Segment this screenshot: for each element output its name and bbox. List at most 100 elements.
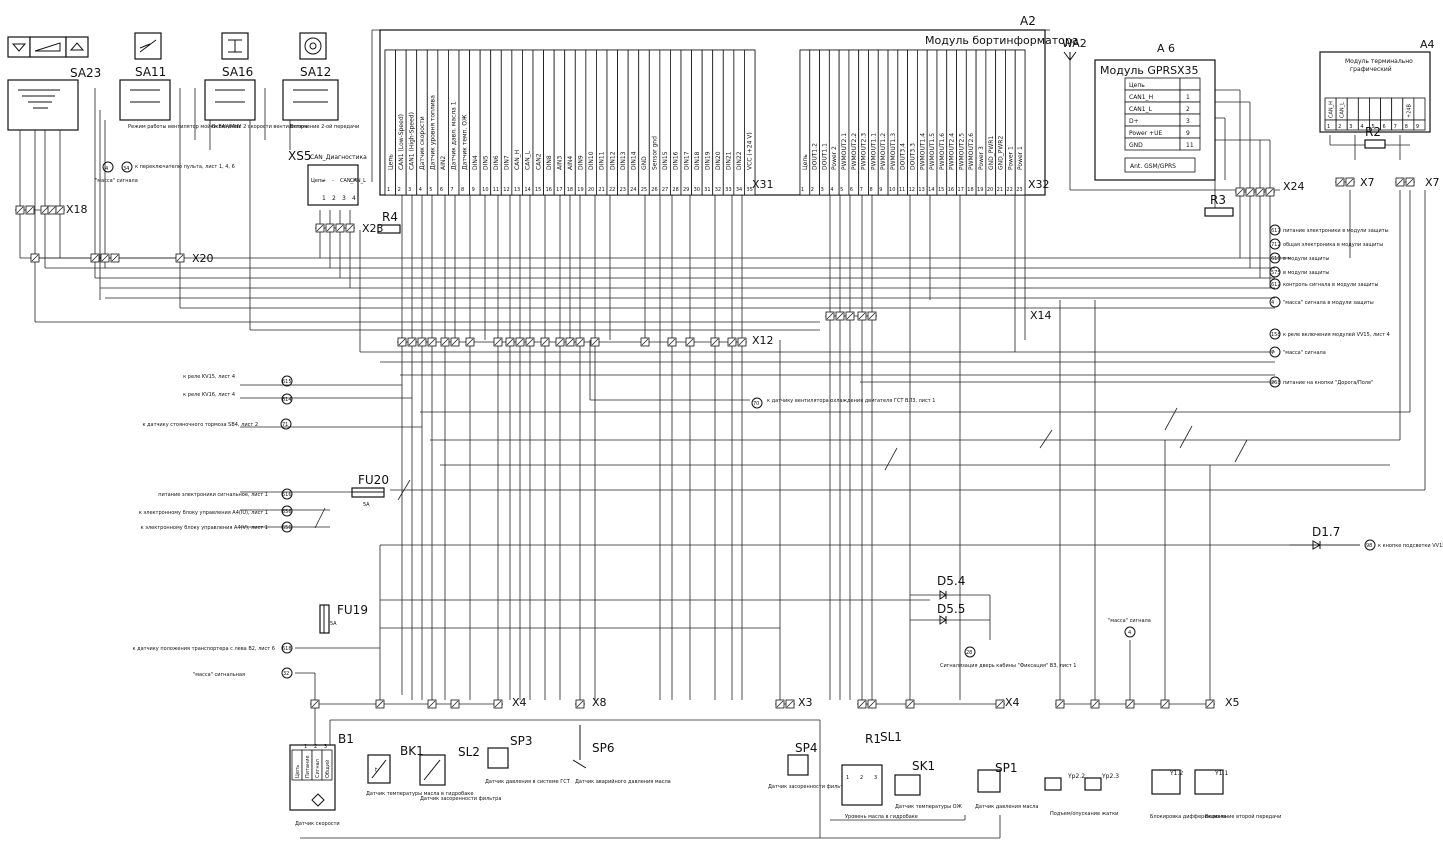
x31-pin-name: Датчик давл. масла 1	[451, 101, 458, 170]
x31-pin-name: VCC (+24 V)	[747, 132, 754, 170]
reference-marker	[1269, 266, 1281, 278]
reference-marker	[1269, 278, 1281, 290]
x5-mass-reference: 4 "масса" сигнала	[1108, 618, 1151, 638]
reference-marker	[1269, 252, 1281, 264]
x31-pin-name: DIN21	[726, 151, 733, 170]
sa12-switch[interactable]: SA12 Включение 2-ой передачи	[282, 32, 359, 130]
svg-text:71: 71	[282, 422, 288, 428]
x7b-label: X7	[1425, 176, 1440, 189]
x31-pin-name: DIN12	[609, 151, 616, 170]
x32-pin-number: 21	[997, 187, 1003, 193]
sa16-label: SA16	[222, 65, 253, 79]
sl2-filter-sensor[interactable]: SL2 Датчик засоренности фильтра	[419, 745, 501, 802]
svg-text:Yp2.3: Yp2.3	[1101, 773, 1119, 780]
a6-label: А 6	[1157, 42, 1175, 55]
x31-pin-name: AIN3	[556, 156, 563, 170]
svg-text:питание электроники сигнальное: питание электроники сигнальное, лист 1	[158, 492, 268, 498]
svg-text:BK1: BK1	[400, 744, 424, 758]
x32-pin-name: PWMOUT1.6	[939, 133, 946, 170]
svg-text:615: 615	[282, 379, 292, 385]
svg-text:2: 2	[860, 775, 863, 781]
a6-title: Модуль GPRS	[1100, 64, 1177, 77]
svg-text:1: 1	[322, 195, 326, 202]
x32-pin-number: 23	[1016, 187, 1022, 193]
a4-title-2: графический	[1350, 66, 1392, 73]
svg-text:Датчик давления масла: Датчик давления масла	[975, 804, 1038, 810]
svg-text:Датчик температуры ОЖ: Датчик температуры ОЖ	[895, 804, 963, 810]
x31-pin-name: DIN8	[546, 155, 553, 170]
x32-pin-number: 18	[967, 187, 973, 193]
b1-cell-label: Питание	[305, 755, 311, 778]
x31-pin-name: Sensor gnd	[652, 136, 659, 170]
reference-text: "масса" сигнала в модули защиты	[1283, 300, 1374, 306]
svg-text:SP4: SP4	[795, 741, 818, 755]
sp3-pressure-sensor[interactable]: SP3 Датчик давления в системе ГСТ	[485, 734, 571, 785]
sp4-filter-sensor[interactable]: SP4 Датчик засоренности фильтра	[768, 741, 849, 790]
x31-pin-name: DIN20	[715, 151, 722, 170]
sa23-switch[interactable]: SA23	[7, 36, 101, 131]
x31-pin-name: CAN_H	[514, 150, 521, 170]
svg-text:к реле KV15, лист 4: к реле KV15, лист 4	[183, 374, 235, 380]
a6-row-pin: 1	[1186, 94, 1190, 101]
resistor-r3: R3	[1204, 193, 1234, 217]
y12-valve[interactable]: Y1.2 Блокировка дифференциала	[1150, 769, 1227, 820]
b1-cell-label: Цепь	[295, 765, 301, 778]
x5-label: X5	[1225, 696, 1240, 709]
sp1-pressure-sensor[interactable]: SP1 Датчик давления масла	[975, 761, 1038, 810]
sk1-temperature-sensor[interactable]: SK1 Датчик температуры ОЖ	[894, 759, 963, 810]
svg-text:R2: R2	[1365, 125, 1381, 139]
yp22-valve[interactable]: Yp2.2	[1044, 773, 1085, 791]
x31-pin-number: 28	[672, 187, 678, 193]
svg-text:Подъем/опускание жатки: Подъем/опускание жатки	[1050, 811, 1118, 817]
x3-label: X3	[798, 696, 813, 709]
sa12-label: SA12	[300, 65, 331, 79]
x32-pin-number: 9	[879, 187, 882, 193]
a6-row-name: CAN1_L	[1129, 106, 1153, 113]
x31-pin-name: DIN9	[578, 155, 585, 170]
svg-text:t: t	[375, 767, 378, 774]
svg-text:Уровень масла в гидробаке: Уровень масла в гидробаке	[845, 814, 918, 820]
x32-pin-name: DOUT3.4	[900, 143, 907, 170]
sp6-pressure-sensor[interactable]: SP6 Датчик аварийного давления масла	[572, 725, 671, 785]
x31-pin-number: 32	[715, 187, 721, 193]
resistor-r2: R2	[1364, 125, 1386, 149]
svg-text:Блокировка дифференциала: Блокировка дифференциала	[1150, 814, 1227, 820]
svg-text:Цепь: Цепь	[311, 178, 324, 184]
x32-pin-name: PWMOUT1.3	[890, 133, 897, 170]
svg-text:FU20: FU20	[358, 473, 389, 487]
xs5-connector[interactable]: XS5 CAN_Диагностика Цепь + - CAN_H CAN_L…	[288, 149, 367, 206]
sl1-level-sensor[interactable]: 1 2 3 R1 SL1 Уровень масла в гидробаке	[841, 730, 918, 820]
x31-pin-number: 18	[567, 187, 573, 193]
svg-text:Датчик аварийного давления мас: Датчик аварийного давления масла	[575, 778, 671, 785]
svg-text:3: 3	[342, 195, 346, 202]
a6-row-pin: 9	[1186, 130, 1190, 137]
x31-pin-name: DIN14	[630, 151, 637, 170]
bk1-temperature-sensor[interactable]: t BK1 Датчик температуры масла в гидроба…	[366, 744, 473, 797]
x32-pin-name: Power 1	[1017, 146, 1024, 170]
svg-text:к датчику вентилятора охлажден: к датчику вентилятора охлаждения двигате…	[767, 398, 935, 404]
x31-pin-name: CAN2	[535, 153, 542, 170]
sa16-switch[interactable]: SA16 Включение 2 скорости вентилятора	[204, 32, 307, 130]
svg-text:SK1: SK1	[912, 759, 935, 773]
x31-pin-number: 7	[450, 187, 453, 193]
x32-pin-number: 10	[889, 187, 895, 193]
x32-pin-name: PWMOUT2.4	[949, 133, 956, 170]
a4-module[interactable]: A4 Модуль терминально графический CAN_H1…	[1319, 38, 1435, 133]
x32-pin-number: 22	[1006, 187, 1012, 193]
x32-pin-number: 8	[869, 187, 872, 193]
sa11-switch[interactable]: SA11 Режим работы вентилятор мойки ВАУ/М…	[119, 32, 241, 130]
x32-pin-number: 17	[958, 187, 964, 193]
y11-valve[interactable]: Y1.1 Включение второй передачи	[1194, 769, 1281, 820]
a6-row-name: CAN1_H	[1129, 94, 1153, 101]
x31-pin-number: 33	[725, 187, 731, 193]
x31-pin-name: DIN10	[588, 151, 595, 170]
yp23-valve[interactable]: Yp2.3 Подъем/опускание жатки	[1050, 773, 1119, 817]
svg-text:D5.5: D5.5	[937, 602, 965, 616]
